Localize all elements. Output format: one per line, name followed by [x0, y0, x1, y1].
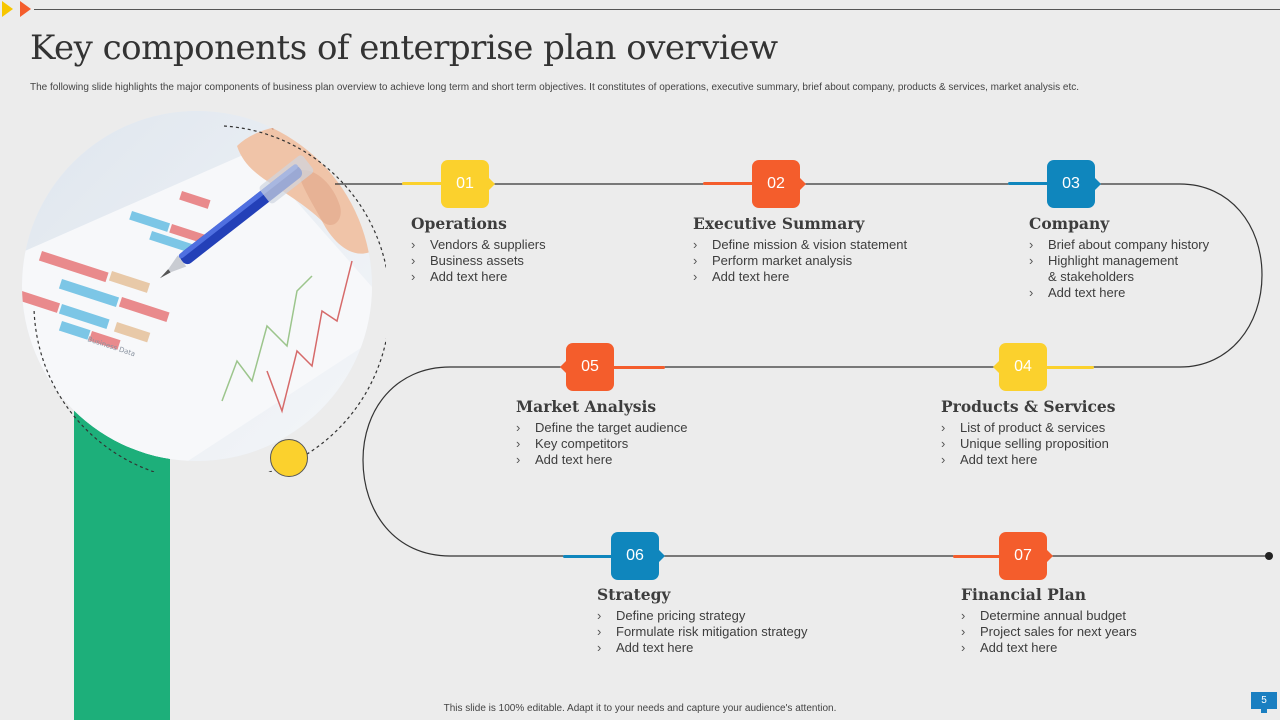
- list-item-continuation: & stakeholders: [1048, 269, 1134, 284]
- step-06-list: Define pricing strategy Formulate risk m…: [597, 608, 807, 656]
- slide-title: Key components of enterprise plan overvi…: [30, 28, 778, 68]
- list-item: Vendors & suppliers: [411, 237, 546, 253]
- step-02-number: 02: [767, 175, 785, 192]
- yellow-triangle-icon: [2, 1, 13, 17]
- list-item: Add text here: [941, 452, 1116, 468]
- list-item: Highlight management: [1029, 253, 1209, 269]
- list-item: Unique selling proposition: [941, 436, 1116, 452]
- slide-footer: This slide is 100% editable. Adapt it to…: [443, 703, 837, 714]
- list-item: Add text here: [597, 640, 807, 656]
- step-07-title: Financial Plan: [961, 585, 1086, 604]
- path-end-dot: [1265, 552, 1273, 560]
- step-06-notch: [659, 550, 665, 562]
- step-06-badge: 06: [611, 532, 659, 580]
- step-07-number: 07: [1014, 547, 1032, 564]
- step-01-block: Operations Vendors & suppliers Business …: [411, 214, 546, 285]
- list-item: Brief about company history: [1029, 237, 1209, 253]
- list-item: Perform market analysis: [693, 253, 907, 269]
- monitor-stand: [1261, 709, 1267, 713]
- step-02-badge: 02: [752, 160, 800, 208]
- list-item: Formulate risk mitigation strategy: [597, 624, 807, 640]
- list-item: Add text here: [693, 269, 907, 285]
- step-05-list: Define the target audience Key competito…: [516, 420, 688, 468]
- step-05-block: Market Analysis Define the target audien…: [516, 397, 688, 468]
- list-item: Business assets: [411, 253, 546, 269]
- step-01-badge: 01: [441, 160, 489, 208]
- slide-subtitle: The following slide highlights the major…: [30, 82, 1080, 93]
- step-05-badge: 05: [566, 343, 614, 391]
- list-item: Define the target audience: [516, 420, 688, 436]
- step-03-title: Company: [1029, 214, 1110, 233]
- list-item: List of product & services: [941, 420, 1116, 436]
- step-01-list: Vendors & suppliers Business assets Add …: [411, 237, 546, 285]
- step-06-accent: [563, 555, 613, 558]
- step-03-list: Brief about company history Highlight ma…: [1029, 237, 1209, 301]
- step-02-accent: [703, 182, 753, 185]
- step-06-block: Strategy Define pricing strategy Formula…: [597, 585, 807, 656]
- list-item: Project sales for next years: [961, 624, 1137, 640]
- step-05-accent: [613, 366, 665, 369]
- step-04-block: Products & Services List of product & se…: [941, 397, 1116, 468]
- step-06-number: 06: [626, 547, 644, 564]
- step-04-number: 04: [1014, 358, 1032, 375]
- step-06-title: Strategy: [597, 585, 671, 604]
- list-item: Add text here: [411, 269, 546, 285]
- step-03-badge: 03: [1047, 160, 1095, 208]
- orange-triangle-icon: [20, 1, 31, 17]
- step-07-block: Financial Plan Determine annual budget P…: [961, 585, 1137, 656]
- step-05-title: Market Analysis: [516, 397, 657, 416]
- step-05-notch: [560, 361, 566, 373]
- list-item: Add text here: [516, 452, 688, 468]
- step-04-list: List of product & services Unique sellin…: [941, 420, 1116, 468]
- top-divider-line: [34, 9, 1280, 10]
- step-01-notch: [489, 178, 495, 190]
- step-05-number: 05: [581, 358, 599, 375]
- step-04-title: Products & Services: [941, 397, 1116, 416]
- step-01-accent: [402, 182, 442, 185]
- list-item: Add text here: [1029, 285, 1209, 301]
- step-02-list: Define mission & vision statement Perfor…: [693, 237, 907, 285]
- yellow-dot-marker: [270, 439, 308, 477]
- step-03-number: 03: [1062, 175, 1080, 192]
- step-07-list: Determine annual budget Project sales fo…: [961, 608, 1137, 656]
- business-chart-photo: Business Data: [22, 111, 372, 461]
- list-item: Determine annual budget: [961, 608, 1137, 624]
- step-03-block: Company Brief about company history High…: [1029, 214, 1209, 301]
- step-01-number: 01: [456, 175, 474, 192]
- list-item: Define pricing strategy: [597, 608, 807, 624]
- page-number: 5: [1261, 695, 1267, 706]
- photo-dashed-ring: [33, 125, 386, 472]
- list-item: Add text here: [961, 640, 1137, 656]
- step-02-block: Executive Summary Define mission & visio…: [693, 214, 907, 285]
- step-07-notch: [1047, 550, 1053, 562]
- step-04-badge: 04: [999, 343, 1047, 391]
- list-item: Key competitors: [516, 436, 688, 452]
- step-03-accent: [1008, 182, 1048, 185]
- step-04-accent: [1046, 366, 1094, 369]
- step-02-title: Executive Summary: [693, 214, 865, 233]
- step-07-accent: [953, 555, 1003, 558]
- page-number-monitor-icon: 5: [1251, 692, 1277, 709]
- step-04-notch: [993, 361, 999, 373]
- step-07-badge: 07: [999, 532, 1047, 580]
- step-03-notch: [1095, 178, 1101, 190]
- step-01-title: Operations: [411, 214, 507, 233]
- chart-photo-illustration: Business Data: [22, 111, 372, 461]
- step-02-notch: [800, 178, 806, 190]
- list-item: Define mission & vision statement: [693, 237, 907, 253]
